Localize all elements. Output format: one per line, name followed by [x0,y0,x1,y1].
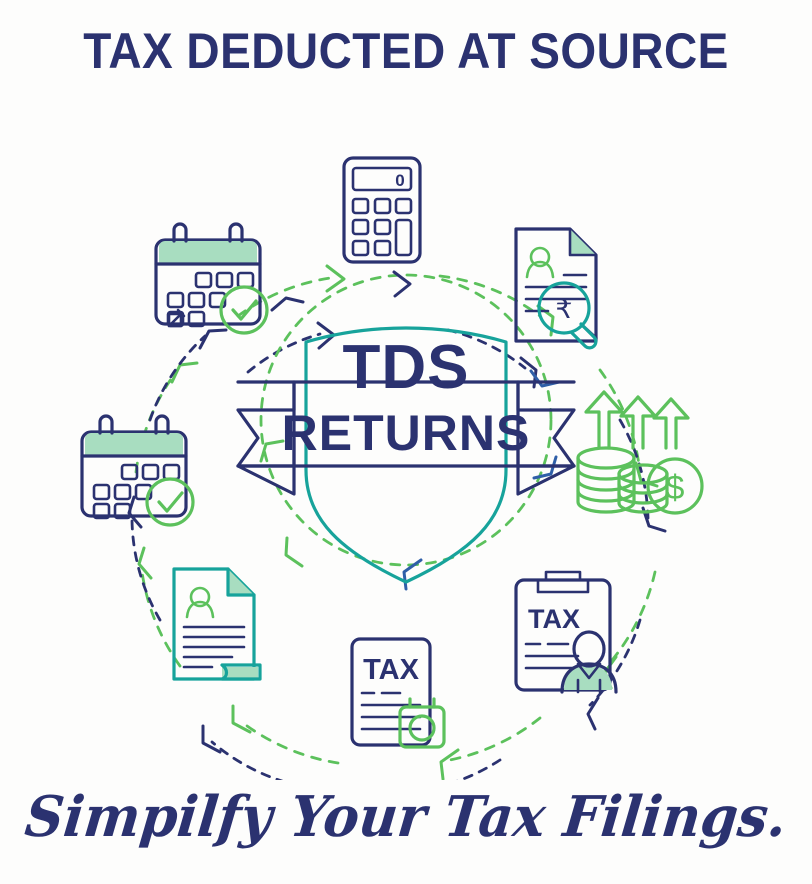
calendar-badge-icon [398,697,446,749]
inner-navy-connector-arcs [127,321,667,780]
page-title: TAX DEDUCTED AT SOURCE [83,23,729,79]
tds-returns-badge: TDS RETURNS [236,326,576,584]
tax-document-calendar-icon: TAX [350,637,446,749]
dollar-symbol: $ [666,469,685,507]
calendar-edit-check-icon [154,222,269,335]
page-tagline: Simpilfy Your Tax Filings. [22,784,790,850]
badge-line-2: RETURNS [282,405,531,461]
badge-line-1: TDS [343,333,470,402]
tds-cycle-diagram: .nv { stroke:#2b3270; fill:none; stroke-… [0,120,812,780]
tax-doc-label: TAX [363,654,420,686]
calendar-check-icon [80,414,195,527]
rupee-symbol: ₹ [555,294,572,325]
tax-clipboard-person-icon: TAX [514,570,618,694]
coins-growth-icon: $ [576,390,704,515]
tax-clipboard-label: TAX [528,604,580,634]
calculator-icon: 0 [342,156,422,264]
document-rupee-search-icon: ₹ [514,227,598,350]
certificate-document-icon [172,567,262,681]
calculator-display-value: 0 [395,171,404,190]
